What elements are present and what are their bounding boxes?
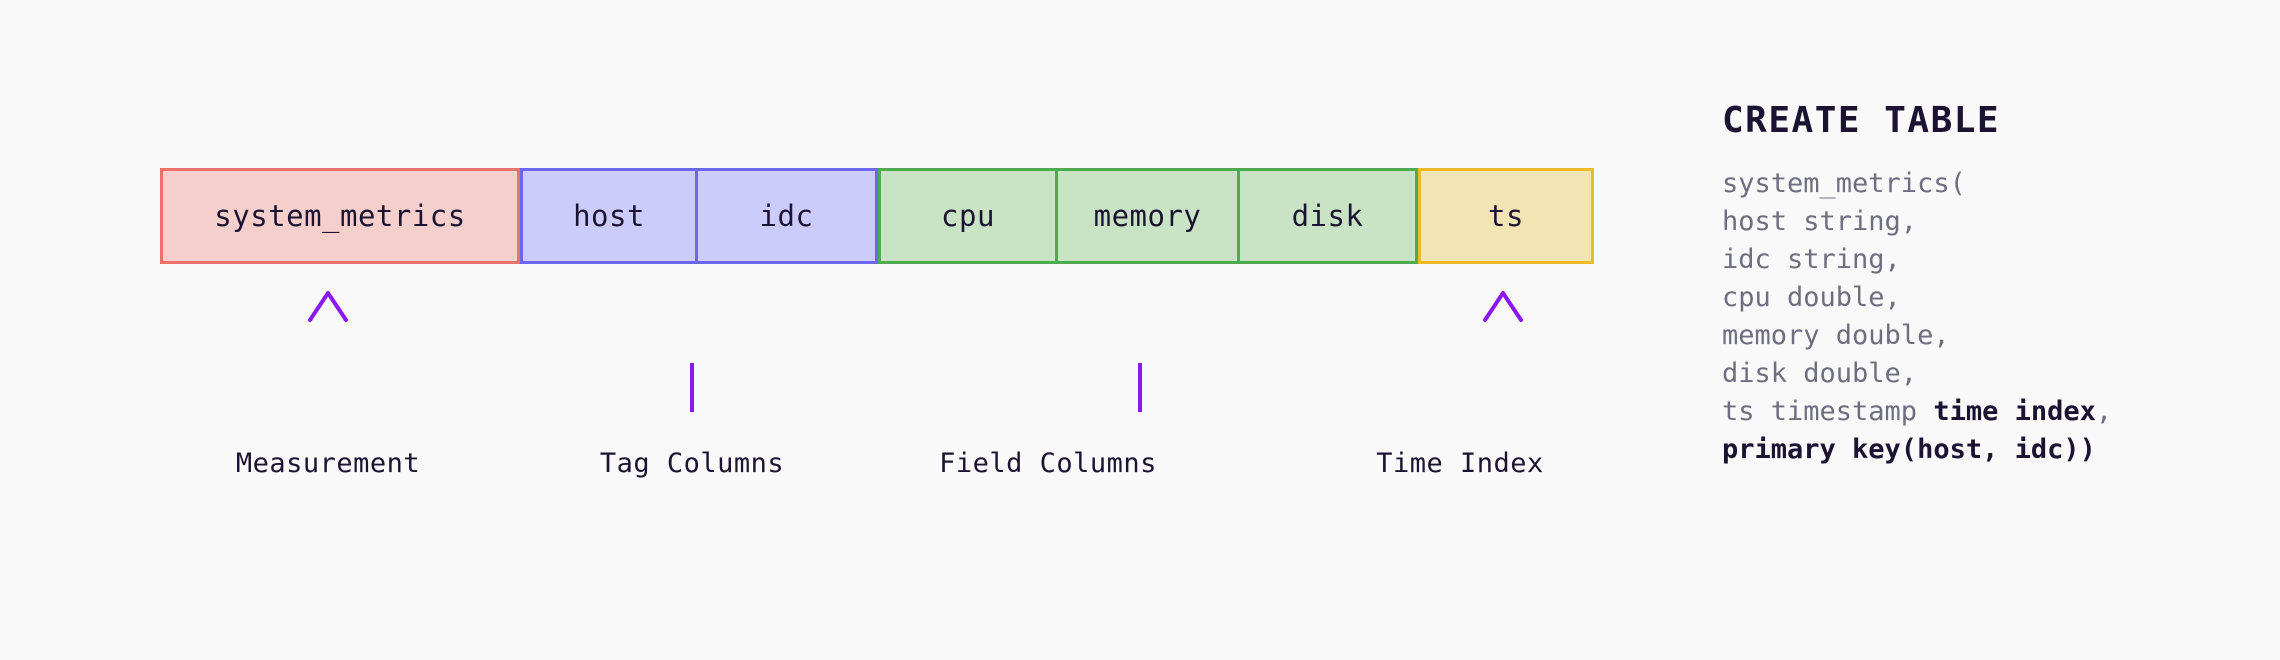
time-index-arrow-icon <box>1483 291 1523 398</box>
schema-cell-disk: disk <box>1240 168 1418 264</box>
schema-cell-host: host <box>520 168 698 264</box>
schema-cell-label: ts <box>1488 199 1524 233</box>
sql-line: ts timestamp time index, <box>1722 393 2242 431</box>
schema-cell-cpu: cpu <box>878 168 1058 264</box>
measurement-arrow-icon <box>308 291 348 398</box>
sql-text: host string, <box>1722 206 1918 237</box>
sql-line: primary key(host, idc)) <box>1722 431 2242 469</box>
schema-cell-system-metrics: system_metrics <box>160 168 520 264</box>
sql-line: idc string, <box>1722 241 2242 279</box>
schema-cell-label: host <box>573 199 645 233</box>
schema-cell-idc: idc <box>698 168 878 264</box>
sql-line: cpu double, <box>1722 279 2242 317</box>
schema-cell-memory: memory <box>1058 168 1240 264</box>
schema-cell-ts: ts <box>1418 168 1594 264</box>
label-measurement: Measurement <box>235 448 421 479</box>
sql-line: memory double, <box>1722 317 2242 355</box>
label-time-index: Time Index <box>1376 448 1544 479</box>
field-columns-bracket-icon <box>949 300 1332 412</box>
sql-snippet: CREATE TABLE system_metrics(host string,… <box>1722 100 2242 469</box>
schema-strip: system_metrics host idc cpu memory disk … <box>160 168 1594 264</box>
sql-text: , <box>2095 396 2113 427</box>
sql-text: memory double, <box>1722 320 1950 351</box>
schema-cell-label: cpu <box>941 199 995 233</box>
sql-text: system_metrics( <box>1722 168 1966 199</box>
tag-columns-bracket-icon <box>587 300 799 412</box>
sql-keyword: time index <box>1933 396 2096 427</box>
sql-title: CREATE TABLE <box>1722 100 2001 141</box>
sql-text: idc string, <box>1722 244 1901 275</box>
sql-text: cpu double, <box>1722 282 1901 313</box>
sql-line: system_metrics( <box>1722 165 2242 203</box>
sql-text: ts timestamp <box>1722 396 1934 427</box>
schema-cell-label: system_metrics <box>214 199 466 233</box>
sql-line: host string, <box>1722 203 2242 241</box>
label-field-columns: Field Columns <box>939 448 1157 479</box>
schema-cell-label: memory <box>1093 199 1202 233</box>
schema-cell-label: idc <box>759 199 814 233</box>
label-tag-columns: Tag Columns <box>599 448 785 479</box>
sql-text: disk double, <box>1722 358 1918 389</box>
sql-keyword: primary key(host, idc)) <box>1722 434 2096 465</box>
sql-line: disk double, <box>1722 355 2242 393</box>
schema-cell-label: disk <box>1291 199 1364 233</box>
sql-body: system_metrics(host string, idc string, cp… <box>1722 165 2242 469</box>
